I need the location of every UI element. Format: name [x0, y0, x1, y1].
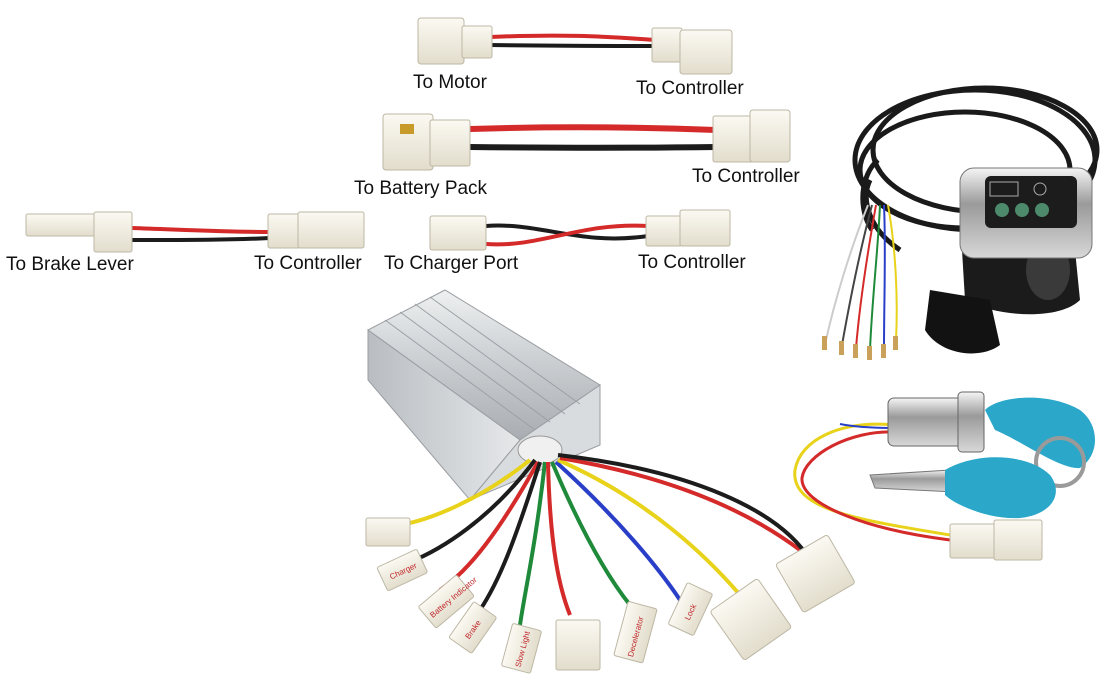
connector-brake: Brake	[448, 601, 497, 654]
connector	[749, 109, 791, 163]
throttle-terminals	[822, 336, 898, 360]
motor-controller	[367, 289, 601, 501]
key-switch	[793, 391, 1095, 561]
connector-charger: Charger	[376, 549, 428, 591]
key-switch-wire	[793, 422, 951, 537]
connector-slow-light: Slow Light	[501, 623, 542, 674]
connector	[775, 534, 855, 613]
thumb-throttle	[822, 85, 1100, 360]
label-battery-to-controller: To Controller	[692, 166, 800, 187]
throttle-lever	[925, 290, 1000, 354]
connector-collar	[267, 213, 301, 249]
battery-display-panel	[985, 176, 1077, 228]
key-blade	[869, 469, 956, 493]
key-switch-barrel	[887, 397, 969, 447]
battery-indicator-icon	[989, 181, 1047, 197]
connector-decelerator: Decelerator	[613, 601, 658, 664]
label-to-brake-lever: To Brake Lever	[6, 254, 134, 275]
connector	[297, 211, 365, 249]
connector	[365, 517, 411, 547]
connector-pin-slot	[400, 124, 414, 134]
label-brake-to-controller: To Controller	[254, 253, 362, 274]
label-to-battery-pack: To Battery Pack	[354, 178, 488, 199]
connector-lock: Lock	[668, 582, 713, 636]
label-to-motor: To Motor	[413, 72, 487, 93]
cable-grommet	[517, 435, 563, 465]
connector-collar	[93, 211, 133, 253]
heatsink-fins	[384, 296, 581, 431]
connector	[25, 213, 97, 237]
wire-black	[469, 144, 717, 151]
wire-black	[489, 43, 656, 48]
key-ring	[1034, 436, 1086, 488]
led-light	[1035, 203, 1049, 217]
connector	[382, 113, 434, 171]
battery-cable	[382, 109, 791, 171]
connector-collar	[429, 119, 471, 167]
wire-black	[131, 236, 271, 242]
key-blue	[945, 457, 1056, 519]
key-blue	[985, 397, 1095, 469]
connector	[710, 578, 792, 660]
connector	[949, 523, 997, 559]
connector	[429, 215, 487, 251]
charger-cable	[429, 209, 731, 251]
wire-red	[489, 33, 656, 42]
wire-red	[131, 226, 271, 234]
led-light	[1015, 203, 1029, 217]
throttle-leads	[825, 204, 898, 351]
connector	[993, 519, 1043, 561]
connector-collar	[651, 27, 683, 63]
motor-cable	[417, 17, 733, 75]
connector-collar	[461, 25, 493, 59]
connector	[417, 17, 465, 65]
label-to-charger-port: To Charger Port	[384, 253, 519, 274]
connector-collar	[645, 215, 683, 247]
connector	[679, 29, 733, 75]
wire-red	[469, 124, 717, 133]
wire-red	[485, 223, 649, 247]
led-light	[995, 203, 1009, 217]
connector-collar	[712, 115, 754, 163]
label-motor-to-controller: To Controller	[636, 78, 744, 99]
key-switch-nut	[957, 391, 985, 453]
label-charger-to-controller: To Controller	[638, 252, 746, 273]
brake-cable	[25, 211, 365, 253]
connector	[679, 209, 731, 247]
harness-connectors: Charger Battery Indicator Brake Slow Lig…	[365, 517, 855, 674]
key-switch-wire	[800, 430, 951, 542]
connector	[555, 619, 601, 671]
